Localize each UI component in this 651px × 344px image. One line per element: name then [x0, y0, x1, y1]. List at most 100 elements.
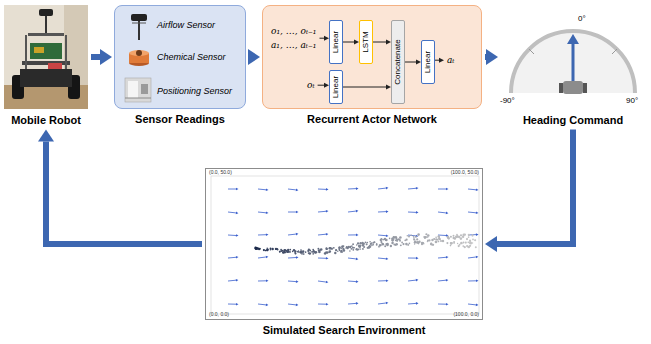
flow-arrow — [405, 60, 421, 65]
wind-vector — [408, 188, 416, 190]
wind-vector-head — [476, 256, 479, 258]
plume-particle — [362, 248, 364, 250]
plume-particle — [409, 242, 411, 244]
wind-vector-head — [356, 210, 359, 213]
plume-particle — [360, 243, 362, 245]
plume-particle — [446, 242, 448, 244]
plume-particle — [379, 244, 381, 246]
plume-particle — [341, 245, 343, 247]
plume-particle — [338, 247, 340, 249]
positioning-sensor-icon — [125, 78, 151, 102]
plume-particle — [379, 244, 381, 246]
post — [65, 35, 67, 69]
flow-arrow-line — [46, 142, 202, 244]
plume-particle — [266, 249, 268, 251]
plume-particle — [300, 251, 302, 253]
wind-vector — [378, 303, 386, 304]
plume-particle — [450, 242, 452, 244]
plume-particle — [359, 245, 361, 247]
sensor-panel: Airflow SensorChemical SensorPositioning… — [114, 5, 246, 109]
plume-particle — [380, 239, 382, 241]
wind-vector — [408, 280, 416, 282]
lstm-layer: LSTM — [359, 20, 373, 64]
room-frame — [141, 84, 148, 94]
plume-particle — [345, 247, 347, 249]
plume-particle — [423, 243, 425, 245]
node-heading: Mobile Robot — [11, 114, 81, 127]
plume-particle — [462, 236, 464, 238]
sensor-name: Chemical Sensor — [157, 52, 226, 62]
plume-particle — [303, 253, 305, 255]
wind-vector — [348, 234, 356, 235]
plume-particle — [453, 237, 455, 239]
plume-particle — [399, 239, 401, 241]
plume-particle — [402, 243, 404, 245]
plume-particle — [458, 236, 460, 238]
wind-vector — [348, 188, 356, 189]
plume-particle — [360, 248, 361, 249]
plume-particle — [319, 249, 321, 251]
plume-particle — [266, 249, 268, 251]
robot-photo-box: Mobile Robot — [4, 5, 88, 109]
chassis — [20, 69, 72, 87]
plume-particle — [366, 244, 368, 246]
heading-arc — [511, 31, 635, 93]
plume-particle — [362, 245, 363, 246]
layer-name: LSTM — [361, 31, 370, 52]
plume-particle — [259, 248, 261, 250]
plume-particle — [339, 250, 340, 251]
chemical-sensor-mesh — [136, 50, 142, 56]
plume-particle — [428, 239, 430, 241]
wind-vector — [258, 189, 266, 191]
simulation-plot: (0.0, 50.0)(100.0, 50.0)(0.0, 0.0)(100.0… — [205, 168, 483, 320]
sequence-input: a₁, …, aₜ₋₁ — [271, 40, 316, 50]
output-arrow — [435, 58, 444, 63]
plume-particle — [459, 244, 461, 246]
wind-vector — [438, 212, 446, 214]
plume-particle — [289, 251, 291, 253]
wind-vector — [378, 188, 386, 190]
chip — [34, 47, 44, 53]
wind-vector — [288, 281, 296, 283]
input-arrow-line — [320, 38, 325, 39]
plume-particle — [406, 239, 408, 241]
robot-photo — [4, 5, 88, 109]
wind-vector-head — [326, 303, 329, 306]
plume-particle — [356, 248, 358, 250]
corner-coordinate: (100.0, 50.0) — [451, 170, 479, 176]
plume-particle — [341, 251, 343, 253]
plume-particle — [343, 245, 345, 247]
flow-arrow — [343, 40, 359, 45]
wind-vector — [468, 257, 476, 258]
plume-particle — [453, 238, 454, 239]
flow-arrow-line — [373, 42, 386, 43]
flow-arrow-head — [100, 49, 112, 65]
flow-arrow — [38, 130, 202, 244]
plume-particle — [458, 236, 460, 238]
plume-particle — [312, 249, 314, 251]
flow-arrow — [485, 130, 573, 252]
wind-vector — [288, 304, 296, 306]
wind-vector — [288, 234, 296, 236]
linear-layer: Linear — [329, 70, 343, 104]
plume-particle — [413, 237, 415, 239]
plume-particle — [385, 239, 387, 241]
search-field — [206, 169, 482, 319]
output-arrow-head — [439, 58, 444, 63]
plume-particle — [298, 251, 299, 252]
plume-particle — [447, 237, 449, 239]
plume-particle — [359, 245, 361, 247]
plume-particle — [460, 242, 462, 244]
plume-particle — [414, 241, 416, 243]
wind-vector-head — [326, 210, 329, 213]
plume-particle — [366, 242, 368, 244]
wind-vector — [288, 212, 296, 213]
wind-vector — [468, 212, 476, 214]
plume-particle — [450, 236, 452, 238]
wind-vector — [318, 281, 326, 282]
plume-particle — [435, 241, 437, 243]
wind-vector — [438, 189, 446, 190]
plume-particle — [284, 249, 287, 252]
wind-vector-head — [296, 280, 299, 283]
wind-vector — [228, 304, 236, 305]
